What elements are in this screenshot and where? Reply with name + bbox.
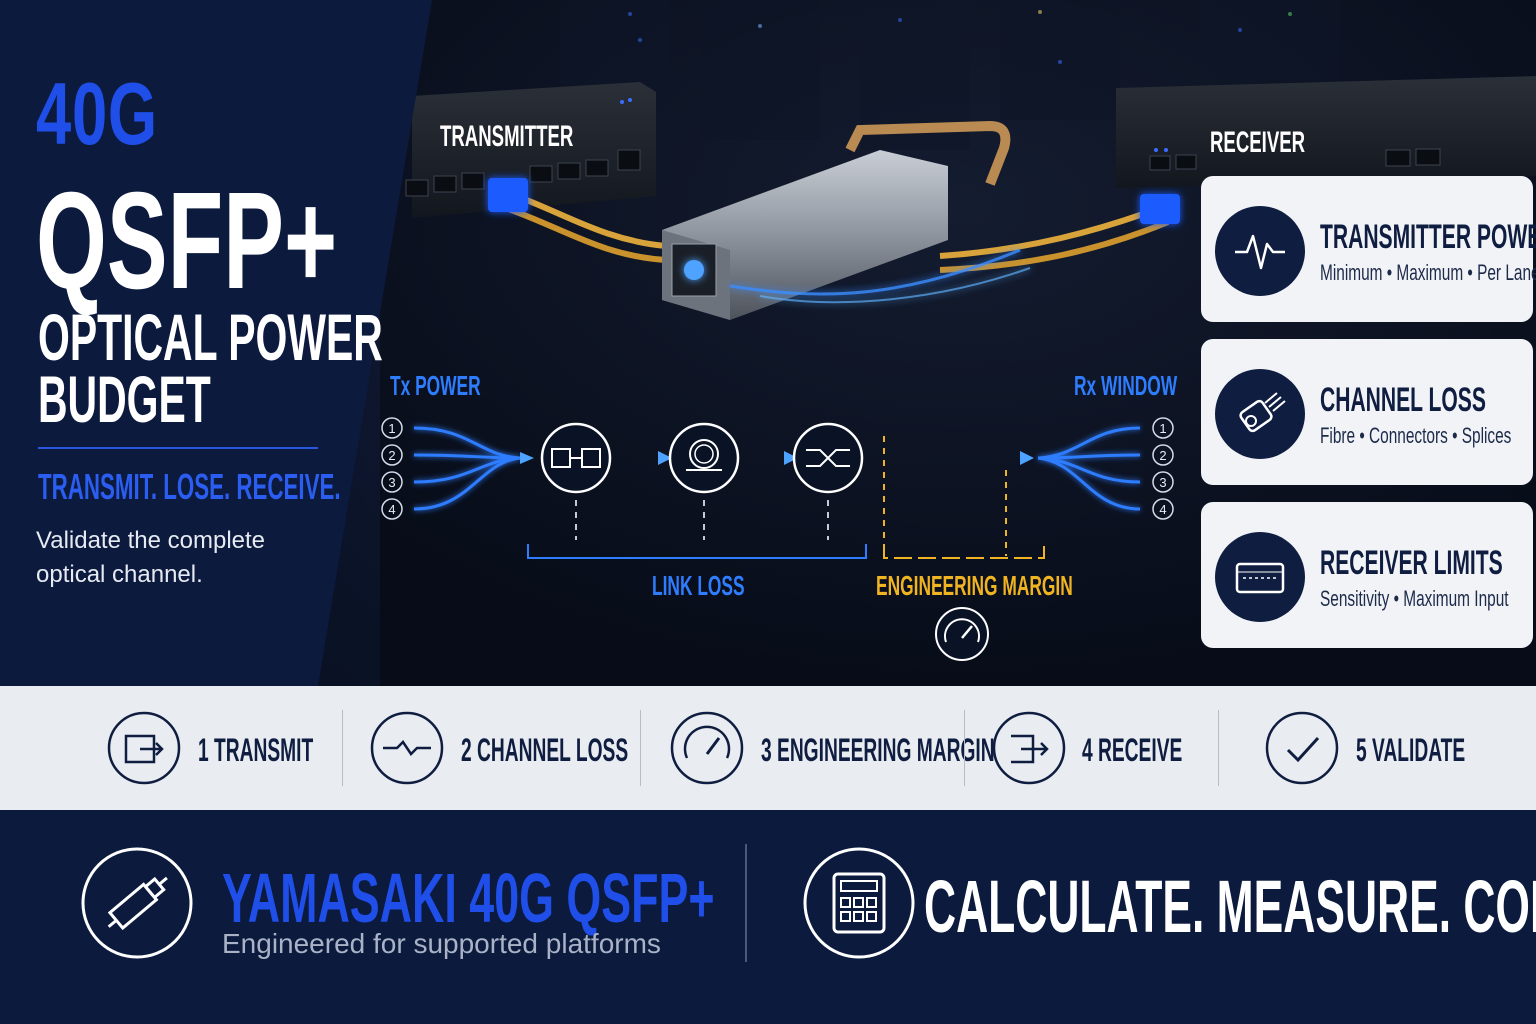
footer-banner: YAMASAKI 40G QSFP+ Engineered for suppor…	[0, 810, 1536, 1024]
splice-icon	[792, 422, 864, 494]
brand-subtitle: Engineered for supported platforms	[222, 928, 661, 959]
card-subtitle: Sensitivity • Maximum Input	[1320, 586, 1509, 611]
receiver-module-icon	[1215, 532, 1305, 622]
receive-icon	[991, 710, 1067, 786]
rx-lane-number: 2	[1159, 448, 1166, 463]
rx-lane-number: 4	[1159, 502, 1166, 517]
margin-bracket	[883, 544, 1045, 559]
card-subtitle: Minimum • Maximum • Per Lane	[1320, 260, 1536, 285]
tx-lane-number: 2	[388, 448, 395, 463]
card-receiver-limits: RECEIVER LIMITS Sensitivity • Maximum In…	[1201, 502, 1533, 648]
tx-lane-badge	[381, 444, 403, 466]
calculator-icon	[802, 846, 916, 960]
hero-title-qsfp: QSFP+	[36, 164, 338, 318]
channel-loss-icon	[369, 710, 445, 786]
transmit-icon	[106, 710, 182, 786]
card-channel-loss: CHANNEL LOSS Fibre • Connectors • Splice…	[1201, 339, 1533, 485]
card-title: TRANSMITTER POWER	[1320, 218, 1536, 256]
step-label-receive: 4 RECEIVE	[1082, 732, 1183, 768]
connector-icon	[540, 422, 612, 494]
tx-power-label: Tx POWER	[390, 370, 481, 401]
step-divider	[1218, 710, 1219, 786]
hero-title-40g: 40G	[36, 64, 158, 163]
step-divider	[964, 710, 965, 786]
receiver-label: RECEIVER	[1210, 126, 1306, 159]
fibre-connector-icon	[1215, 369, 1305, 459]
footer-divider	[745, 844, 747, 962]
card-title: CHANNEL LOSS	[1320, 381, 1486, 419]
tx-lane-number: 3	[388, 475, 395, 490]
process-steps-bar: 1 TRANSMIT 2 CHANNEL LOSS 3 ENGINEERING …	[0, 686, 1536, 810]
rx-lane-badge	[1152, 471, 1174, 493]
card-subtitle: Fibre • Connectors • Splices	[1320, 423, 1512, 448]
waveform-icon	[1215, 206, 1305, 296]
rx-lane-number: 3	[1159, 475, 1166, 490]
step-label-channel-loss: 2 CHANNEL LOSS	[461, 732, 629, 768]
tx-lane-badge	[381, 417, 403, 439]
signal-path-diagram: 1 2 3 4 1 2 3 4	[381, 417, 1174, 661]
call-to-action: CALCULATE. MEASURE. CONFIRM.	[924, 865, 1536, 948]
step-divider	[640, 710, 641, 786]
rx-lane-badge	[1152, 417, 1174, 439]
tx-lane-lines	[413, 426, 521, 511]
transmitter-label: TRANSMITTER	[440, 120, 574, 153]
hero-title-budget: BUDGET	[38, 362, 211, 436]
link-loss-label: LINK LOSS	[652, 570, 745, 601]
rx-lane-lines	[1037, 426, 1141, 511]
gauge-icon	[669, 710, 745, 786]
transceiver-icon	[80, 846, 194, 960]
card-transmitter-power: TRANSMITTER POWER Minimum • Maximum • Pe…	[1201, 176, 1536, 322]
step-label-transmit: 1 TRANSMIT	[198, 732, 314, 768]
rx-lane-badge	[1152, 444, 1174, 466]
tx-lane-badge	[381, 498, 403, 520]
link-loss-bracket	[527, 544, 867, 559]
hero-panel-bg	[0, 0, 432, 686]
brand-name: YAMASAKI 40G QSFP+	[222, 859, 715, 937]
hero-divider	[38, 447, 318, 449]
tx-lane-number: 4	[388, 502, 395, 517]
tx-arrow	[520, 452, 534, 464]
hero-description: Validate the complete optical channel.	[36, 527, 266, 588]
margin-gauge-icon	[935, 607, 989, 661]
fibre-coil-icon	[668, 422, 740, 494]
hero-title-optical-power: OPTICAL POWER	[38, 300, 383, 374]
hero-panel: 40G QSFP+ OPTICAL POWER BUDGET TRANSMIT.…	[0, 0, 440, 686]
hero-tagline: TRANSMIT. LOSE. RECEIVE.	[38, 466, 341, 507]
rx-lane-number: 1	[1159, 421, 1166, 436]
check-icon	[1264, 710, 1340, 786]
tx-lane-badge	[381, 471, 403, 493]
rx-window-label: Rx WINDOW	[1074, 370, 1178, 401]
engineering-margin-label: ENGINEERING MARGIN	[876, 570, 1073, 601]
card-title: RECEIVER LIMITS	[1320, 544, 1503, 582]
rx-lane-badge	[1152, 498, 1174, 520]
step-label-validate: 5 VALIDATE	[1356, 732, 1466, 768]
step-divider	[342, 710, 343, 786]
step-label-engineering-margin: 3 ENGINEERING MARGIN	[761, 732, 995, 768]
tx-lane-number: 1	[388, 421, 395, 436]
